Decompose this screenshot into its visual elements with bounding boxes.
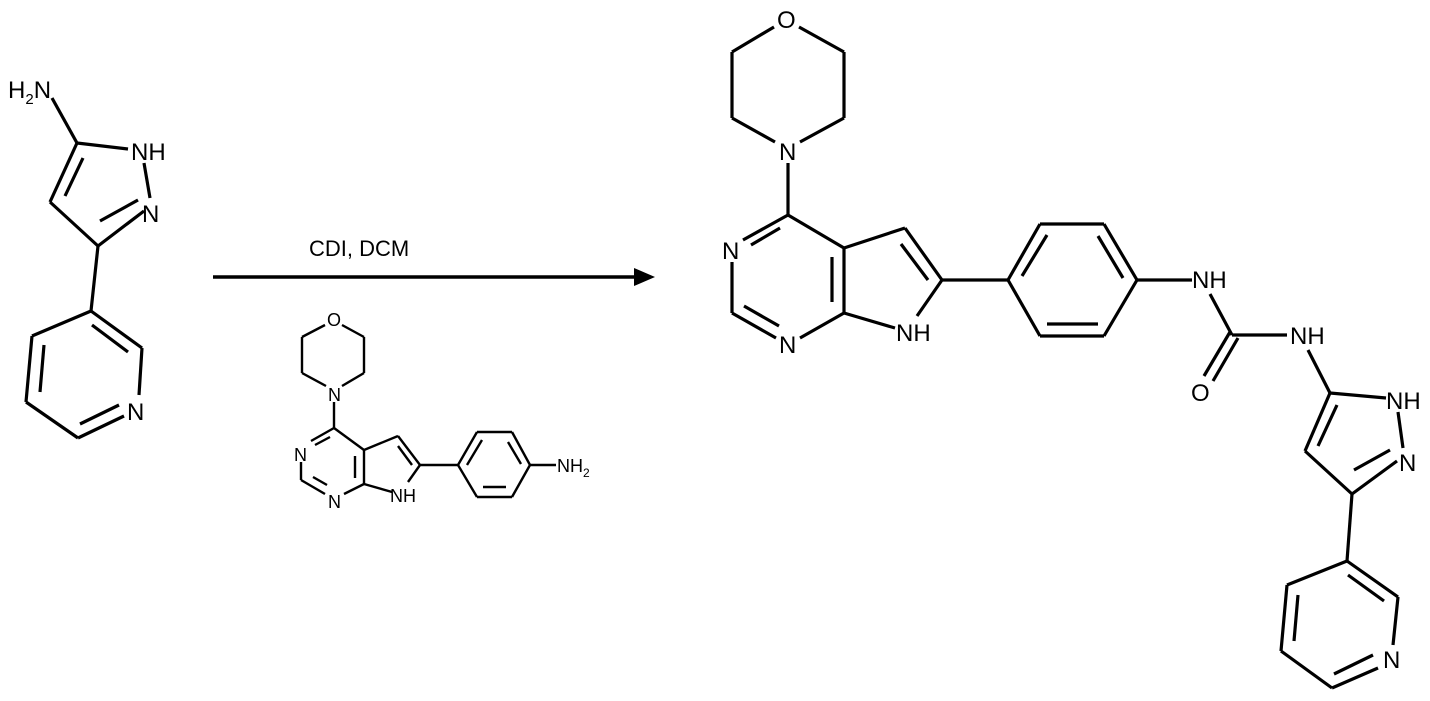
product-morpholine-o: O bbox=[777, 7, 796, 34]
reaction-conditions: CDI, DCM bbox=[309, 236, 409, 261]
pyrazole-n-label: N bbox=[142, 201, 159, 228]
reagent-structure: O N N N NH NH2 bbox=[294, 310, 590, 512]
reagent-morpholine-o: O bbox=[327, 310, 341, 330]
reactant-structure: H2N NH N N bbox=[8, 77, 166, 440]
product-n3: N bbox=[722, 238, 739, 265]
product-pyridine-n: N bbox=[1383, 647, 1400, 674]
reagent-n1: N bbox=[328, 492, 341, 512]
product-pyrazole-n: N bbox=[1399, 450, 1416, 477]
product-pyrazole-nh: NH bbox=[1386, 388, 1421, 415]
reaction-arrow bbox=[213, 268, 655, 286]
reagent-n3: N bbox=[294, 445, 307, 465]
reagent-pyrrole-nh: NH bbox=[390, 486, 416, 506]
urea-o: O bbox=[1191, 380, 1210, 407]
product-structure: O N N N NH NH NH O NH N N bbox=[722, 7, 1421, 690]
product-pyrrole-nh: NH bbox=[896, 320, 931, 347]
reagent-morpholine-n: N bbox=[328, 385, 341, 405]
product-morpholine-n: N bbox=[779, 139, 796, 166]
amine-label: H2N bbox=[8, 77, 51, 108]
pyridine-n-label: N bbox=[127, 399, 144, 426]
reagent-amine: NH2 bbox=[557, 456, 590, 480]
urea-nh-2: NH bbox=[1290, 323, 1325, 350]
pyrazole-nh-label: NH bbox=[131, 139, 166, 166]
urea-nh-1: NH bbox=[1192, 267, 1227, 294]
product-n1: N bbox=[779, 332, 796, 359]
